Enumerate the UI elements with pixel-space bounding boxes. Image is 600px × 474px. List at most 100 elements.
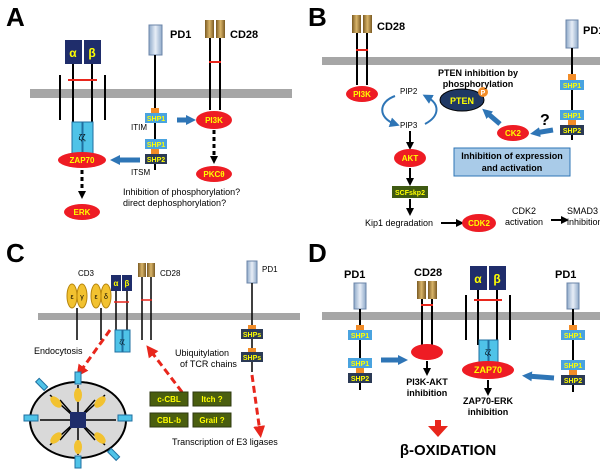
cd28-label: CD28 <box>230 29 258 41</box>
grail-label: Grail ? <box>199 416 224 425</box>
pten-label: PTEN <box>450 96 474 106</box>
zeta-label: ζζ <box>78 133 86 142</box>
b-shp2-label: SHP2 <box>563 128 581 135</box>
panel-a-membrane <box>30 89 292 98</box>
pten-oval <box>439 88 485 112</box>
pten-note-line1: PTEN inhibition by <box>438 68 518 78</box>
shps-top: SHPs <box>243 332 261 339</box>
b-pd1-label: PD1 <box>583 25 600 37</box>
d-shp2-right: SHP2 <box>564 378 582 385</box>
cdk2-label: CDK2 <box>468 219 490 228</box>
ubiq-line2: of TCR chains <box>180 359 237 369</box>
pten-note-line2: phosphorylation <box>443 79 514 89</box>
b-question: ? <box>540 112 550 129</box>
pten-phospho-label: P <box>481 90 486 97</box>
panel-d-membrane <box>322 312 600 320</box>
ubiq-line1: Ubiquitylation <box>175 348 229 358</box>
inhibition-box <box>453 147 571 177</box>
ck2-label: CK2 <box>505 129 522 138</box>
d-cd28-label: CD28 <box>414 267 442 279</box>
shp1-top-label: SHP1 <box>147 116 165 123</box>
inhibition-box-line1: Inhibition of expression <box>461 151 563 161</box>
shp2-label: SHP2 <box>147 157 165 164</box>
d-shp1-right-bottom: SHP1 <box>564 363 582 370</box>
zap70-label: ZAP70 <box>70 156 95 165</box>
panel-a-note-line1: Inhibition of phosphorylation? <box>123 187 240 197</box>
b-shp2 <box>560 125 584 135</box>
itim-label: ITIM <box>131 123 147 132</box>
panel-b-letter: B <box>308 2 327 32</box>
inhibition-box-line2: and activation <box>482 163 543 173</box>
b-pi3k-label: PI3K <box>353 90 371 99</box>
d-alpha: α <box>474 272 482 286</box>
shps-bottom: SHPs <box>243 355 261 362</box>
panel-a-cd28: CD28 PI3K PKCθ <box>196 20 258 182</box>
shp1-bottom <box>145 139 167 149</box>
beta-label: β <box>88 46 95 60</box>
panel-c-letter: C <box>6 238 25 268</box>
tcr-beta-chain <box>84 40 101 64</box>
pi3k-label: PI3K <box>205 116 223 125</box>
b-shp1-bottom <box>560 110 584 120</box>
c-cd3-label: CD3 <box>78 269 95 278</box>
pi3k-oval <box>196 111 232 129</box>
scf-box <box>392 186 428 198</box>
pip2-label: PIP2 <box>400 87 418 96</box>
cdk2-act-line2: activation <box>505 217 543 227</box>
b-shp1-top-label: SHP1 <box>563 83 581 90</box>
c-pd1-label: PD1 <box>262 265 278 274</box>
cd3-gamma: γ <box>80 294 84 301</box>
panel-a: A α β ζζ ZAP70 ERK PD1 <box>6 2 292 220</box>
panel-a-tcr: α β ζζ ZAP70 ERK <box>58 40 106 220</box>
pd1-receptor <box>148 24 163 56</box>
pkc-oval <box>196 166 232 182</box>
d-zeta: ζζ <box>485 350 491 357</box>
cdk2-oval <box>462 214 496 232</box>
d-shp2-left: SHP2 <box>351 376 369 383</box>
cd3-eps2: ε <box>94 294 97 301</box>
b-cd28-label: CD28 <box>377 21 405 33</box>
panel-a-note-line2: direct dephosphorylation? <box>123 198 226 208</box>
pip3-label: PIP3 <box>400 121 418 130</box>
pi3k-akt-line1: PI3K-AKT <box>406 377 448 387</box>
panel-d-letter: D <box>308 238 327 268</box>
cdk2-act-line1: CDK2 <box>512 206 536 216</box>
ck2-oval <box>497 125 529 141</box>
panel-d: D PD1 SHP1 SHP1 SHP2 CD28 PI3K-AKT inhib… <box>308 238 600 459</box>
shp1-bottom-label: SHP1 <box>147 142 165 149</box>
erk-oval <box>64 204 100 220</box>
akt-oval <box>394 149 426 167</box>
smad3-line1: SMAD3 <box>567 206 598 216</box>
itsm-label: ITSM <box>131 168 150 177</box>
b-pi3k-oval <box>346 86 378 102</box>
panel-c: C CD3 ε γ ε δ α β ζζ CD28 PD1 SHPs <box>6 238 300 469</box>
scf-label: SCFskp2 <box>395 190 425 197</box>
endosome <box>23 371 133 469</box>
c-alpha: α <box>114 279 119 288</box>
panel-b-membrane <box>322 57 600 65</box>
zap70-erk-line2: inhibition <box>468 407 509 417</box>
zap70-oval <box>58 152 106 168</box>
panel-a-letter: A <box>6 2 25 32</box>
pkc-label: PKCθ <box>203 170 224 179</box>
pten-phospho <box>478 87 488 97</box>
pd1-label: PD1 <box>170 29 191 41</box>
d-pd1-left-label: PD1 <box>344 269 365 281</box>
cd3-eps1: ε <box>70 294 73 301</box>
itch-label: Itch ? <box>201 395 222 404</box>
beta-oxidation-label: β-OXIDATION <box>400 442 496 459</box>
alpha-label: α <box>69 46 77 60</box>
d-shp1-left-top: SHP1 <box>351 333 369 340</box>
kip1-label: Kip1 degradation <box>365 218 433 228</box>
cd3-delta: δ <box>104 294 108 301</box>
d-shp1-right-top: SHP1 <box>564 333 582 340</box>
c-cd28-label: CD28 <box>160 269 181 278</box>
akt-label: AKT <box>402 154 419 163</box>
pi3k-akt-line2: inhibition <box>407 388 448 398</box>
d-shp1-left-bottom: SHP1 <box>351 361 369 368</box>
c-zeta: ζζ <box>119 340 125 346</box>
transcription-label: Transcription of E3 ligases <box>172 437 278 447</box>
d-beta: β <box>493 272 500 286</box>
panel-b: B CD28 PI3K PIP2 PIP3 PTEN P PTEN inhibi… <box>308 2 600 232</box>
